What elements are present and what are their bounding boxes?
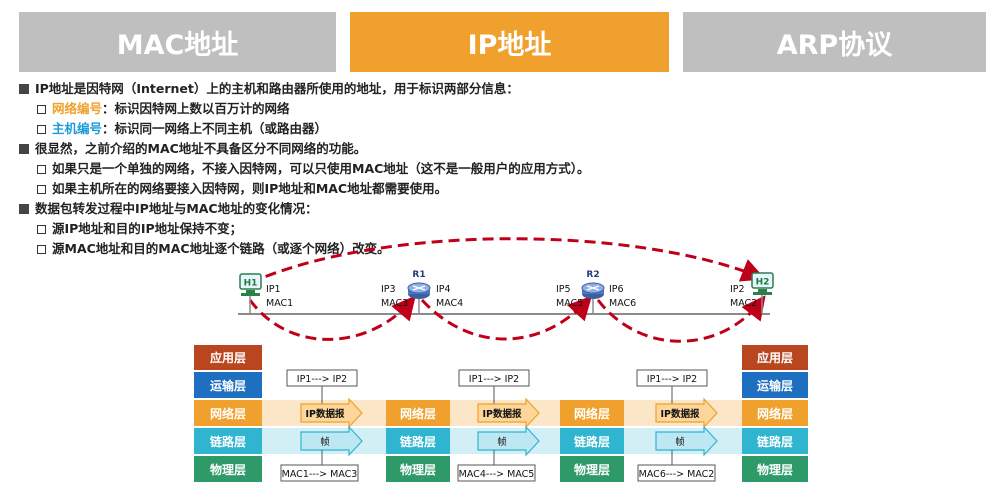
bullet-host-id: 主机编号：标识同一网络上不同主机（或路由器） bbox=[37, 120, 327, 138]
square-bullet-icon bbox=[19, 144, 29, 154]
bullet-mac-changes: 源MAC地址和目的MAC地址逐个链路（或逐个网络）改变。 bbox=[37, 240, 390, 258]
router-r2-stack: 网络层 链路层 物理层 bbox=[560, 400, 624, 482]
bullet-network-id: 网络编号：标识因特网上数以百万计的网络 bbox=[37, 100, 290, 118]
ip-datagram-arrow-icon bbox=[477, 397, 540, 429]
r1-right-ip: IP4 bbox=[436, 284, 451, 295]
r1-left-mac: MAC3 bbox=[381, 298, 408, 309]
r1-left-ip: IP3 bbox=[381, 284, 396, 295]
ip-header-label: IP1---> IP2 bbox=[469, 374, 519, 385]
computer-icon bbox=[751, 272, 774, 289]
bullet-internet-network: 如果主机所在的网络要接入因特网，则IP地址和MAC地址都需要使用。 bbox=[37, 180, 447, 198]
mac-header-box bbox=[637, 464, 716, 482]
network-id-label: 网络编号 bbox=[52, 101, 103, 116]
tab-mac-address[interactable]: MAC地址 bbox=[19, 12, 336, 72]
segment3-packets: IP1---> IP2 IP数据报 帧 MAC6---> MAC2 bbox=[636, 369, 718, 482]
mac-header-box bbox=[280, 464, 359, 482]
layer-link: 链路层 bbox=[210, 434, 246, 449]
computer-icon bbox=[239, 273, 262, 290]
layer-application: 应用层 bbox=[210, 350, 246, 365]
h1-label: H1 bbox=[244, 279, 258, 289]
r1-right-mac: MAC4 bbox=[436, 298, 463, 309]
frame-arrow-icon bbox=[477, 425, 540, 457]
h2-mac: MAC2 bbox=[730, 298, 757, 309]
end-to-end-arrow bbox=[249, 237, 766, 285]
layer-application: 应用层 bbox=[757, 350, 793, 365]
ip-header-label: IP1---> IP2 bbox=[647, 374, 697, 385]
r2-left-ip: IP5 bbox=[556, 284, 571, 295]
layer-network: 网络层 bbox=[210, 406, 246, 421]
bullet-mac-limitation: 很显然，之前介绍的MAC地址不具备区分不同网络的功能。 bbox=[19, 140, 366, 158]
h1-ip: IP1 bbox=[266, 284, 281, 295]
host-h1: H1 bbox=[239, 273, 262, 314]
host-h2-stack: 应用层 运输层 网络层 链路层 物理层 bbox=[742, 345, 808, 482]
layer-link: 链路层 bbox=[400, 434, 436, 449]
layer-physical: 物理层 bbox=[757, 462, 793, 477]
h2-label: H2 bbox=[756, 278, 770, 288]
ip-datagram-label: IP数据报 bbox=[483, 408, 522, 420]
layer-transport: 运输层 bbox=[210, 378, 246, 393]
bullet-ip-unchanged: 源IP地址和目的IP地址保持不变； bbox=[37, 220, 242, 238]
layer-physical: 物理层 bbox=[574, 462, 610, 477]
layer-network: 网络层 bbox=[400, 406, 436, 421]
hop2-arrow bbox=[420, 295, 593, 341]
bullet-forwarding-changes: 数据包转发过程中IP地址与MAC地址的变化情况： bbox=[19, 200, 318, 218]
square-bullet-icon bbox=[19, 204, 29, 214]
mac-header-label: MAC1---> MAC3 bbox=[282, 469, 358, 480]
r2-left-mac: MAC5 bbox=[556, 298, 583, 309]
r2-right-mac: MAC6 bbox=[609, 298, 636, 309]
host-id-label: 主机编号 bbox=[52, 121, 103, 136]
bullet-standalone-network: 如果只是一个单独的网络，不接入因特网，可以只使用MAC地址（这不是一般用户的应用… bbox=[37, 160, 590, 178]
layer-network: 网络层 bbox=[757, 406, 793, 421]
r2-label: R2 bbox=[586, 270, 599, 280]
h1-mac: MAC1 bbox=[266, 298, 293, 309]
ip-datagram-arrow-icon bbox=[300, 397, 363, 429]
checkbox-bullet-icon bbox=[37, 245, 46, 254]
mac-header-label: MAC4---> MAC5 bbox=[459, 469, 535, 480]
frame-label: 帧 bbox=[497, 436, 507, 448]
host-h1-stack: 应用层 运输层 网络层 链路层 物理层 bbox=[194, 345, 262, 482]
ip-datagram-label: IP数据报 bbox=[306, 408, 345, 420]
host-h2: H2 bbox=[751, 272, 774, 314]
layer-link: 链路层 bbox=[574, 434, 610, 449]
hop3-arrow bbox=[596, 295, 766, 343]
frame-label: 帧 bbox=[320, 436, 330, 448]
frame-arrow-icon bbox=[655, 425, 718, 457]
layer-network: 网络层 bbox=[574, 406, 610, 421]
frame-arrow-icon bbox=[300, 425, 363, 457]
hop1-arrow bbox=[248, 295, 416, 341]
mac-header-label: MAC6---> MAC2 bbox=[639, 469, 715, 480]
layer-transport: 运输层 bbox=[757, 378, 793, 393]
square-bullet-icon bbox=[19, 84, 29, 94]
tab-ip-address[interactable]: IP地址 bbox=[350, 12, 669, 72]
checkbox-bullet-icon bbox=[37, 185, 46, 194]
frame-label: 帧 bbox=[675, 436, 685, 448]
layer-physical: 物理层 bbox=[400, 462, 436, 477]
h2-ip: IP2 bbox=[730, 284, 745, 295]
ip-datagram-arrow-icon bbox=[655, 397, 718, 429]
mac-header-box bbox=[457, 464, 536, 482]
ip-datagram-label: IP数据报 bbox=[661, 408, 700, 420]
layer-physical: 物理层 bbox=[210, 462, 246, 477]
bullet-ip-definition: IP地址是因特网（Internet）上的主机和路由器所使用的地址，用于标识两部分… bbox=[19, 80, 519, 98]
checkbox-bullet-icon bbox=[37, 125, 46, 134]
ip-header-label: IP1---> IP2 bbox=[297, 374, 347, 385]
tab-arp-protocol[interactable]: ARP协议 bbox=[683, 12, 986, 72]
router-r1-stack: 网络层 链路层 物理层 bbox=[386, 400, 450, 482]
router-r1: R1 bbox=[407, 270, 431, 314]
r1-label: R1 bbox=[412, 270, 425, 280]
router-r2: R2 bbox=[581, 270, 605, 314]
layer-link: 链路层 bbox=[757, 434, 793, 449]
segment1-packets: IP1---> IP2 IP数据报 帧 MAC1---> MAC3 bbox=[280, 369, 363, 482]
segment2-packets: IP1---> IP2 IP数据报 帧 MAC4---> MAC5 bbox=[457, 369, 540, 482]
checkbox-bullet-icon bbox=[37, 225, 46, 234]
checkbox-bullet-icon bbox=[37, 165, 46, 174]
checkbox-bullet-icon bbox=[37, 105, 46, 114]
r2-right-ip: IP6 bbox=[609, 284, 624, 295]
